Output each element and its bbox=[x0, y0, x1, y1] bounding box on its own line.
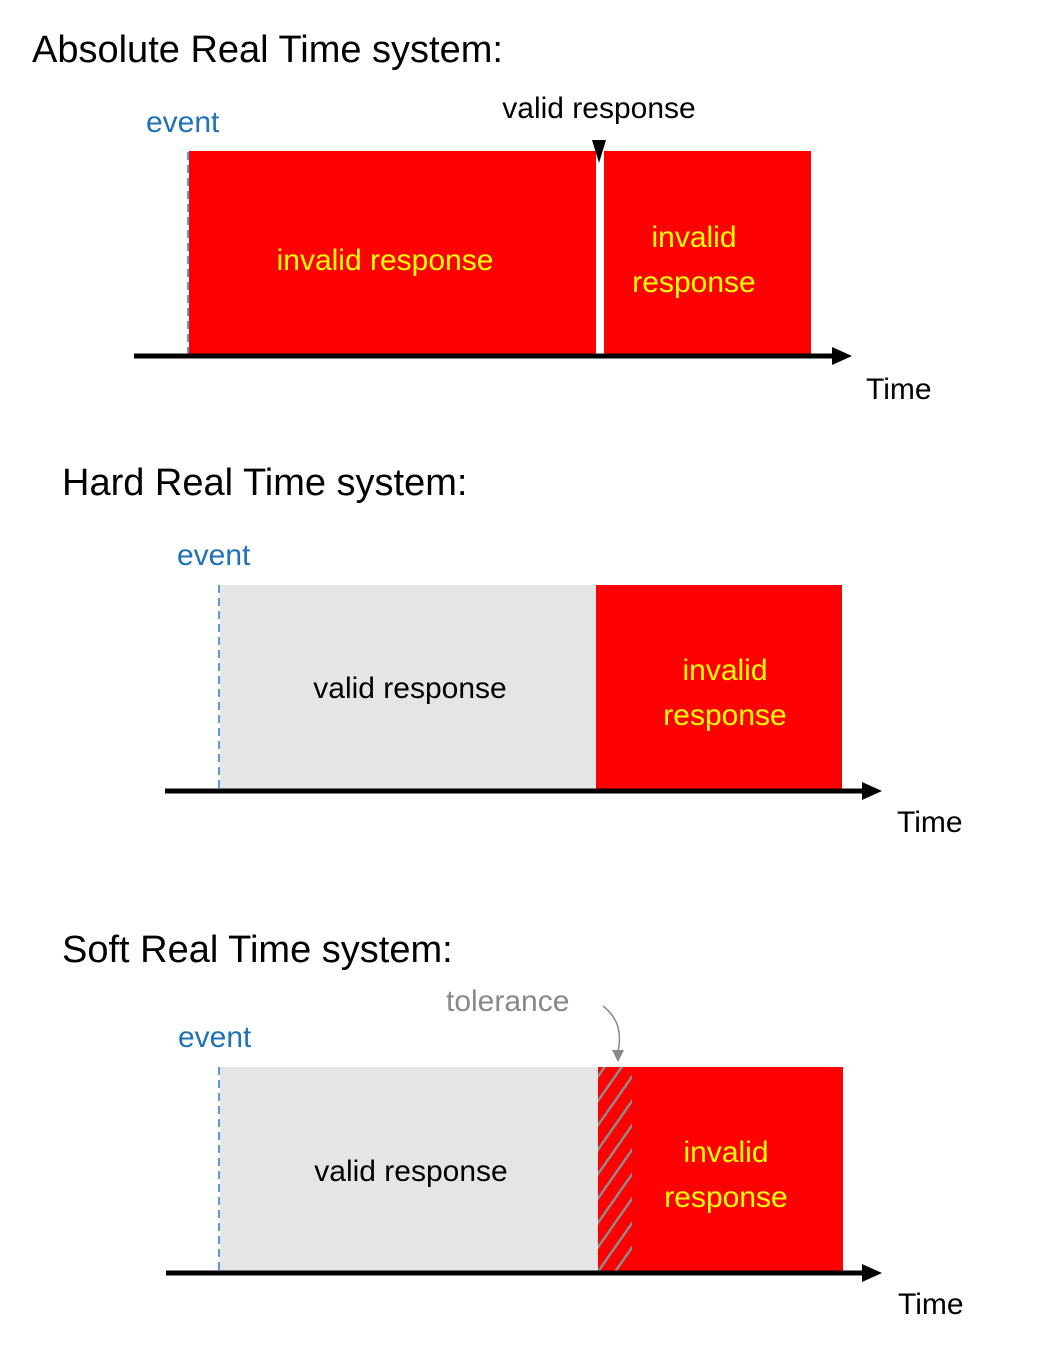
valid-response-marker-arrow bbox=[592, 140, 606, 163]
invalid-response-label: invalid response bbox=[277, 244, 494, 277]
valid-response-label: valid response bbox=[314, 1155, 507, 1188]
valid-response-marker-label: valid response bbox=[502, 92, 695, 125]
invalid-response-block bbox=[596, 585, 842, 789]
invalid-response-label-line2: response bbox=[664, 1181, 787, 1214]
time-axis-label: Time bbox=[897, 806, 963, 839]
invalid-response-label-line2: response bbox=[632, 266, 755, 299]
panel-absolute: Absolute Real Time system: event invalid… bbox=[32, 29, 932, 406]
time-axis-label: Time bbox=[866, 373, 932, 406]
event-label: event bbox=[146, 106, 220, 139]
valid-response-block bbox=[220, 585, 596, 789]
time-axis-arrowhead bbox=[862, 1264, 882, 1282]
valid-response-label: valid response bbox=[313, 672, 506, 705]
time-axis-arrowhead bbox=[862, 782, 882, 800]
invalid-response-block-right bbox=[604, 151, 811, 354]
invalid-response-block-left bbox=[189, 151, 596, 354]
invalid-response-label-line1: invalid bbox=[651, 221, 736, 254]
panel-title: Absolute Real Time system: bbox=[32, 29, 503, 71]
panel-hard: Hard Real Time system: event valid respo… bbox=[62, 462, 963, 839]
event-label: event bbox=[178, 1021, 252, 1054]
event-label: event bbox=[177, 539, 251, 572]
tolerance-pointer bbox=[602, 1005, 621, 1053]
invalid-response-label-line2: response bbox=[663, 699, 786, 732]
time-axis-arrowhead bbox=[832, 347, 852, 365]
panel-soft: Soft Real Time system: tolerance event v… bbox=[62, 929, 964, 1321]
tolerance-label: tolerance bbox=[446, 985, 569, 1018]
panel-title: Hard Real Time system: bbox=[62, 462, 467, 504]
time-axis-label: Time bbox=[898, 1288, 964, 1321]
tolerance-hatched-zone bbox=[598, 1067, 632, 1271]
invalid-response-label-line1: invalid bbox=[682, 654, 767, 687]
invalid-response-label-line1: invalid bbox=[683, 1136, 768, 1169]
tolerance-arrowhead bbox=[612, 1050, 624, 1062]
panel-title: Soft Real Time system: bbox=[62, 929, 453, 971]
invalid-response-block bbox=[598, 1067, 843, 1271]
valid-response-block bbox=[220, 1067, 598, 1271]
